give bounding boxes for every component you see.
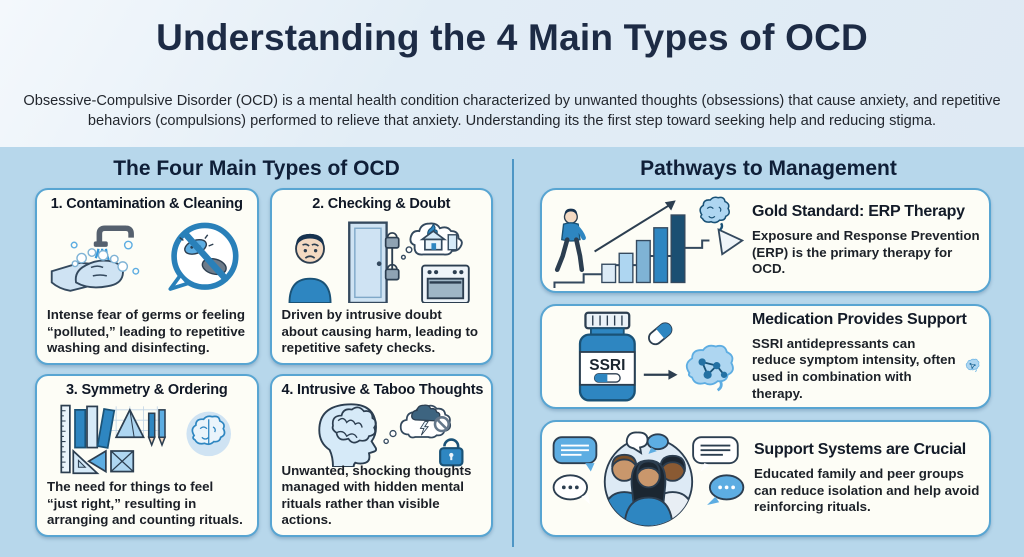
tangled-thoughts-storm-lock-icon: [318, 402, 464, 467]
symmetry-illustration: [47, 398, 247, 479]
pathways-heading: Pathways to Management: [640, 157, 897, 180]
type-card-contamination: 1. Contamination & Cleaning: [35, 188, 259, 365]
card-title: 1. Contamination & Cleaning: [50, 196, 243, 212]
card-description: Intense fear of germs or feeling “pollut…: [47, 307, 246, 355]
ssri-label: SSRI: [589, 357, 625, 374]
worried-person-locked-door-stove-icon: [288, 221, 470, 303]
person-climbing-chart-brain-icon: [553, 195, 745, 288]
card-title: 3. Symmetry & Ordering: [65, 382, 228, 398]
support-group-illustration: [548, 426, 748, 532]
erp-illustration: [548, 193, 746, 289]
page-title: Understanding the 4 Main Types of OCD: [156, 17, 868, 58]
card-title: Gold Standard: ERP Therapy: [752, 203, 965, 221]
intrusive-thoughts-illustration: [282, 398, 482, 467]
types-grid: 1. Contamination & Cleaning: [35, 188, 493, 537]
section-four-types: The Four Main Types of OCD 1. Contaminat…: [0, 147, 513, 557]
card-title: Support Systems are Crucial: [754, 441, 966, 459]
management-card-erp: Gold Standard: ERP Therapy Exposure and …: [540, 188, 991, 293]
card-description: Exposure and Response Prevention (ERP) i…: [752, 228, 980, 277]
card-title: 4. Intrusive & Taboo Thoughts: [281, 382, 484, 398]
column-divider: [512, 159, 514, 547]
ordered-objects-brain-icon: [60, 404, 231, 474]
type-card-checking: 2. Checking & Doubt: [269, 188, 493, 365]
types-heading: The Four Main Types of OCD: [113, 157, 400, 180]
brain-icon: [965, 358, 980, 372]
type-card-symmetry: 3. Symmetry & Ordering: [35, 374, 259, 537]
header: Understanding the 4 Main Types of OCD Ob…: [0, 0, 1024, 147]
checking-illustration: [282, 212, 482, 307]
ssri-bottle-pill-brain-icon: SSRI: [578, 311, 734, 401]
management-card-support: Support Systems are Crucial Educated fam…: [540, 420, 991, 537]
section-pathways: Pathways to Management: [513, 147, 1024, 557]
card-title: 2. Checking & Doubt: [312, 196, 451, 212]
medication-illustration: SSRI: [548, 309, 746, 405]
pathways-stack: Gold Standard: ERP Therapy Exposure and …: [540, 188, 991, 537]
card-description: The need for things to feel “just right,…: [47, 479, 243, 527]
intro-text: Obsessive-Compulsive Disorder (OCD) is a…: [23, 93, 1001, 130]
card-description: Educated family and peer groups can redu…: [754, 466, 980, 515]
management-card-medication: SSRI: [540, 304, 991, 409]
card-title: Medication Provides Support: [752, 310, 967, 328]
card-description: SSRI antidepressants can reduce symptom …: [752, 335, 956, 401]
handwashing-illustration: [47, 212, 247, 307]
support-group-speech-bubbles-icon: [552, 430, 745, 526]
type-card-intrusive: 4. Intrusive & Taboo Thoughts: [269, 374, 493, 537]
handwashing-no-germs-icon: [50, 222, 239, 292]
card-description: Driven by intrusive doubt about causing …: [281, 307, 479, 355]
card-description: Unwanted, shocking thoughts managed with…: [281, 463, 472, 527]
content: The Four Main Types of OCD 1. Contaminat…: [0, 147, 1024, 557]
